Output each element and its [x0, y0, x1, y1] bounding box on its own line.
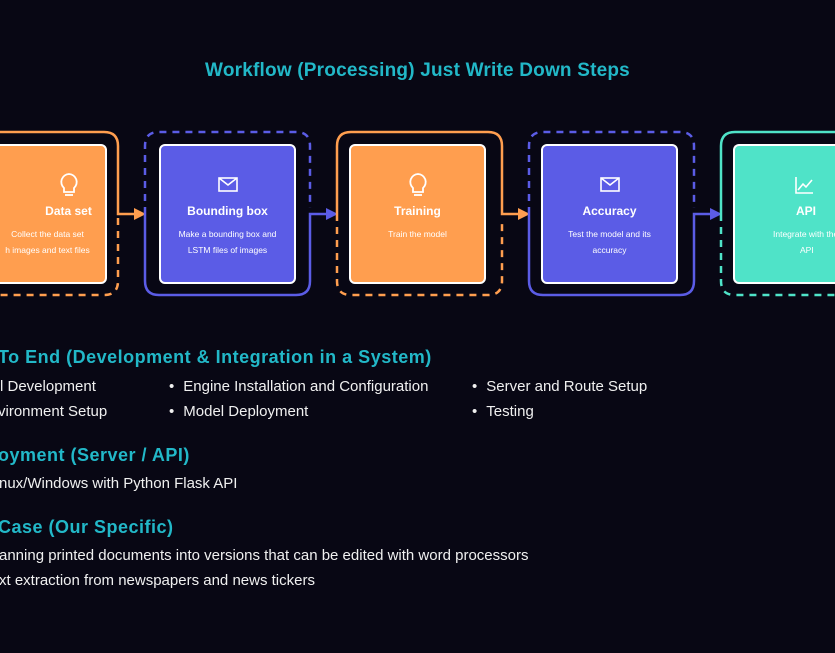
step-card-dataset: Data set Collect the data set h images a…: [0, 144, 107, 284]
step-title: Data set: [45, 204, 92, 218]
section1-col2-item: Engine Installation and Configuration: [169, 378, 428, 395]
step-desc-line1: Collect the data set: [11, 229, 84, 239]
arrow-3: [518, 208, 530, 220]
arrow-2: [326, 208, 338, 220]
workflow-connectors: [0, 130, 835, 297]
step-desc-line2: accuracy: [592, 245, 627, 255]
section1-col2-item: Model Deployment: [169, 403, 308, 420]
step-desc-line1: Integrate with the: [773, 229, 835, 239]
step4-frame-dashed: [527, 130, 696, 214]
step-title: Training: [394, 204, 441, 218]
step-card-api: API Integrate with the API: [733, 144, 835, 284]
section1-col1-item: vironment Setup: [0, 403, 108, 420]
page-title: Workflow (Processing) Just Write Down St…: [205, 60, 630, 81]
step-desc-line2: API: [800, 245, 814, 255]
step-desc-line1: Train the model: [388, 229, 447, 239]
step-title: Accuracy: [582, 204, 637, 218]
section-heading-development: To End (Development & Integration in a S…: [0, 347, 432, 367]
step-desc-line2: LSTM files of images: [187, 245, 268, 255]
step-desc-line2: h images and text files: [5, 245, 90, 255]
step-desc-line1: Make a bounding box and: [178, 229, 277, 239]
section-heading-deployment: oyment (Server / API): [0, 445, 190, 465]
section1-col1-item: l Development: [0, 378, 96, 395]
lightbulb-icon: [351, 172, 484, 198]
step1-frame-solid: [0, 130, 134, 216]
step3-frame-solid: [335, 130, 518, 216]
section1-col3-item: Server and Route Setup: [472, 378, 647, 395]
step3-frame-dashed: [335, 214, 504, 297]
arrow-1: [134, 208, 146, 220]
step2-frame-dashed: [143, 130, 312, 214]
step-title: API: [796, 204, 817, 218]
section1-col3-item: Testing: [472, 403, 534, 420]
section3-line: xt extraction from newspapers and news t…: [0, 572, 315, 589]
step-card-bounding-box: Bounding box Make a bounding box and LST…: [159, 144, 296, 284]
step5-frame-dashed: [719, 214, 835, 297]
step-card-accuracy: Accuracy Test the model and its accuracy: [541, 144, 678, 284]
arrow-4: [710, 208, 722, 220]
step2-frame-solid: [143, 212, 326, 297]
step-desc-line1: Test the model and its: [568, 229, 651, 239]
envelope-icon: [543, 172, 676, 198]
lightbulb-icon: [0, 172, 105, 198]
envelope-icon: [161, 172, 294, 198]
section2-line: nux/Windows with Python Flask API: [0, 475, 238, 492]
step4-frame-solid: [527, 212, 710, 297]
step5-frame-solid: [719, 130, 835, 214]
chart-icon: [735, 172, 835, 198]
step-title: Bounding box: [187, 204, 268, 218]
section-heading-use-case: Case (Our Specific): [0, 517, 174, 537]
section3-line: anning printed documents into versions t…: [0, 547, 529, 564]
step-card-training: Training Train the model: [349, 144, 486, 284]
